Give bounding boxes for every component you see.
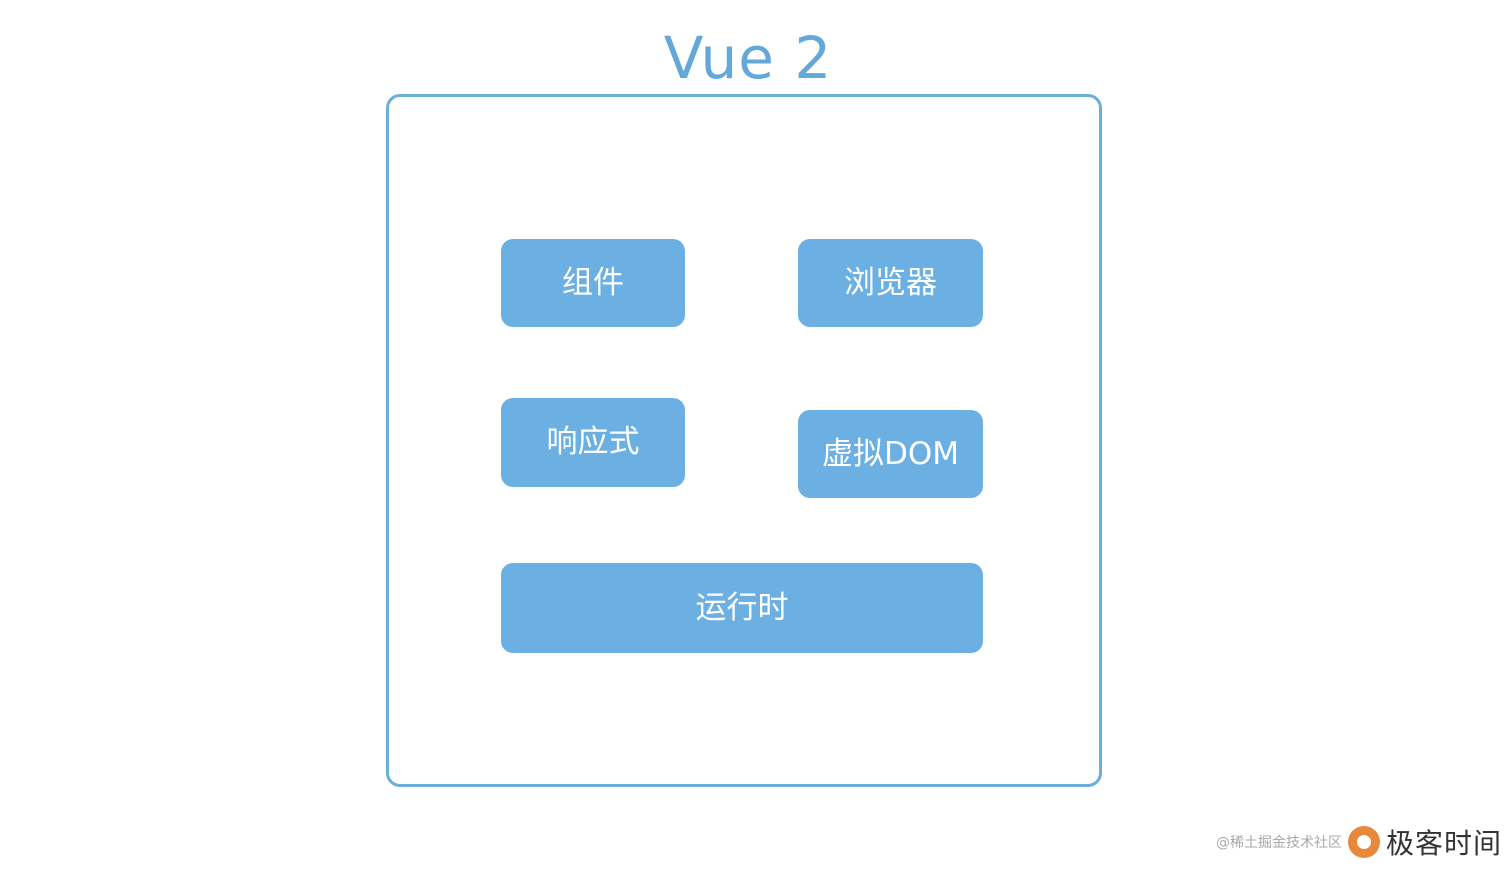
watermark-brand: 极客时间: [1385, 827, 1502, 860]
reactive-block: 响应式: [501, 398, 685, 487]
runtime-block: 运行时: [501, 563, 983, 653]
watermark: @稀土掘金技术社区 极客时间: [1216, 821, 1502, 863]
diagram-title: Vue 2: [663, 24, 833, 92]
virtual-dom-block: 虚拟DOM: [798, 410, 983, 498]
watermark-handle: @稀土掘金技术社区: [1215, 835, 1342, 851]
vue2-container-frame: [386, 94, 1102, 787]
component-block: 组件: [501, 239, 685, 327]
brand-logo-icon: [1347, 826, 1380, 858]
browser-block: 浏览器: [798, 239, 983, 327]
